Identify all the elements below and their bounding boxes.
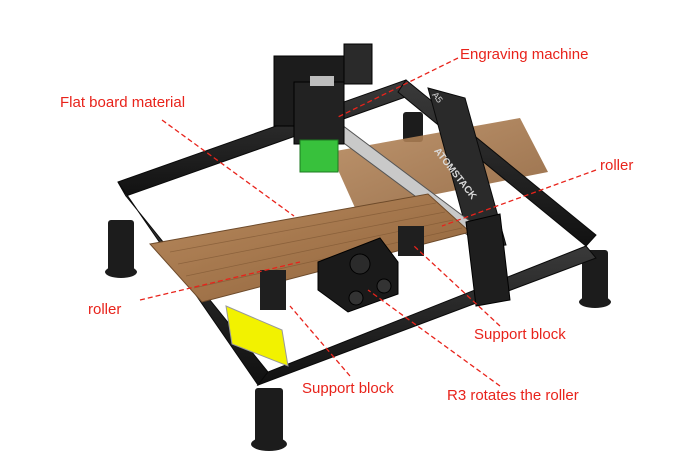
leader-roller-right: [441, 169, 597, 227]
machine-feet: [105, 112, 611, 451]
leader-flat-board: [161, 119, 295, 217]
support-block-right-shape: [398, 226, 424, 256]
label-support-block-right: Support block: [474, 326, 566, 343]
leader-engraving-machine: [335, 57, 459, 119]
warning-label: [225, 305, 289, 367]
leader-support-block-left: [289, 305, 351, 377]
label-roller-right: roller: [600, 157, 634, 174]
label-roller-left: roller: [88, 301, 122, 318]
support-block-left-shape: [260, 270, 286, 310]
leader-r3-roller: [367, 289, 501, 387]
laser-head: [273, 43, 373, 173]
leader-roller-left: [139, 261, 301, 301]
leader-lines: [139, 57, 597, 387]
label-r3-rotates-roller: R3 rotates the roller: [447, 387, 579, 404]
label-flat-board-material: Flat board material: [60, 94, 186, 111]
label-support-block-left: Support block: [302, 380, 394, 397]
leader-support-block-right: [413, 245, 501, 327]
board-back-part: [330, 118, 548, 210]
label-engraving-machine: Engraving machine: [460, 46, 589, 63]
roller-module: [317, 237, 399, 313]
side-plate: [465, 213, 511, 307]
